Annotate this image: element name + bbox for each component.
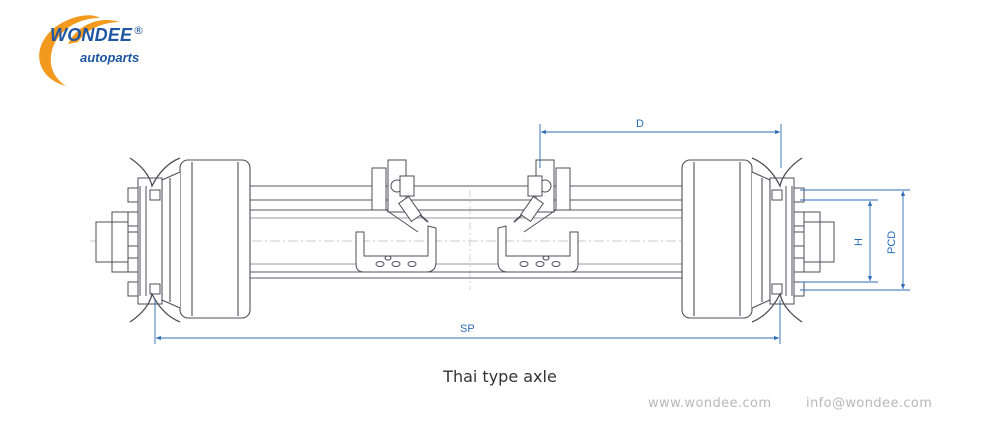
left-hub bbox=[95, 177, 163, 305]
logo-registered-mark: ® bbox=[133, 24, 144, 37]
dimension-h bbox=[800, 199, 878, 283]
footer-email: info@wondee.com bbox=[806, 396, 933, 411]
left-slack-adjuster bbox=[371, 159, 429, 233]
axle-beam bbox=[249, 185, 691, 279]
logo-brand-text: WONDEE bbox=[50, 25, 133, 45]
left-chamber-bracket bbox=[355, 225, 437, 273]
left-wheel-clips bbox=[129, 157, 181, 323]
dimension-pcd bbox=[800, 189, 910, 291]
logo-swoosh-icon bbox=[39, 15, 120, 86]
right-brake-drum bbox=[681, 159, 771, 319]
left-brake-drum bbox=[161, 159, 251, 319]
dimension-d-label: D bbox=[636, 118, 644, 130]
footer-website: www.wondee.com bbox=[648, 396, 772, 411]
dimension-d bbox=[539, 124, 782, 168]
right-slack-adjuster bbox=[513, 159, 571, 233]
dimension-h-label: H bbox=[853, 238, 865, 246]
dimension-pcd-label: PCD bbox=[886, 231, 898, 254]
dimension-sp bbox=[154, 300, 781, 344]
right-chamber-bracket bbox=[497, 225, 579, 273]
dimension-sp-label: SP bbox=[460, 323, 475, 335]
right-wheel-clips bbox=[751, 157, 803, 323]
axle-drawing: D SP H PCD bbox=[90, 118, 910, 344]
logo-sub-text: autoparts bbox=[80, 50, 140, 65]
right-hub bbox=[769, 177, 835, 305]
figure-caption: Thai type axle bbox=[443, 367, 557, 386]
